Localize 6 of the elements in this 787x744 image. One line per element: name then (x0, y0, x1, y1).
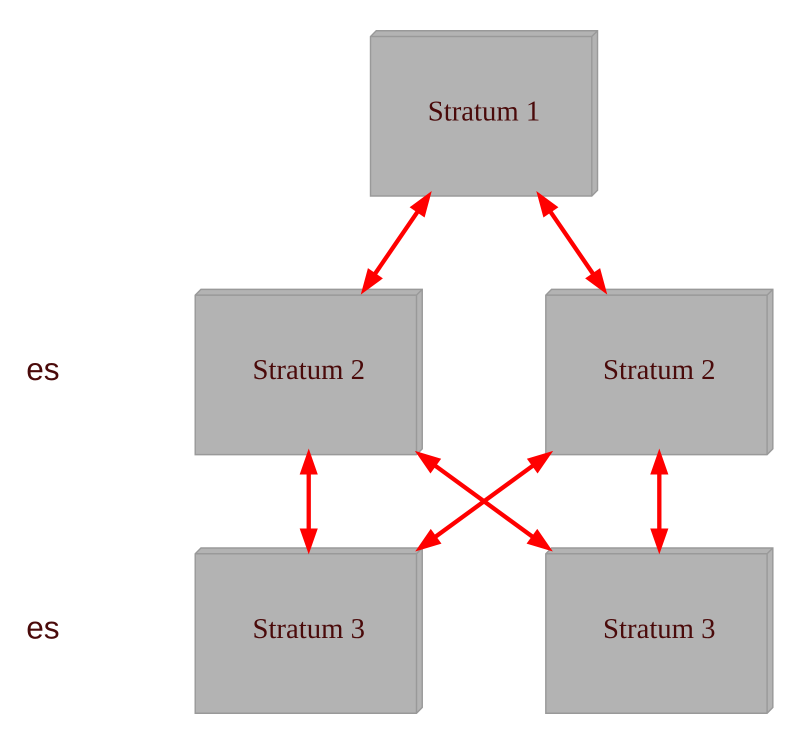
arrow (650, 448, 668, 554)
arrow (536, 191, 608, 295)
label: es (26, 351, 60, 388)
arrow (300, 448, 318, 554)
label: es (26, 610, 60, 646)
arrow (360, 191, 432, 295)
